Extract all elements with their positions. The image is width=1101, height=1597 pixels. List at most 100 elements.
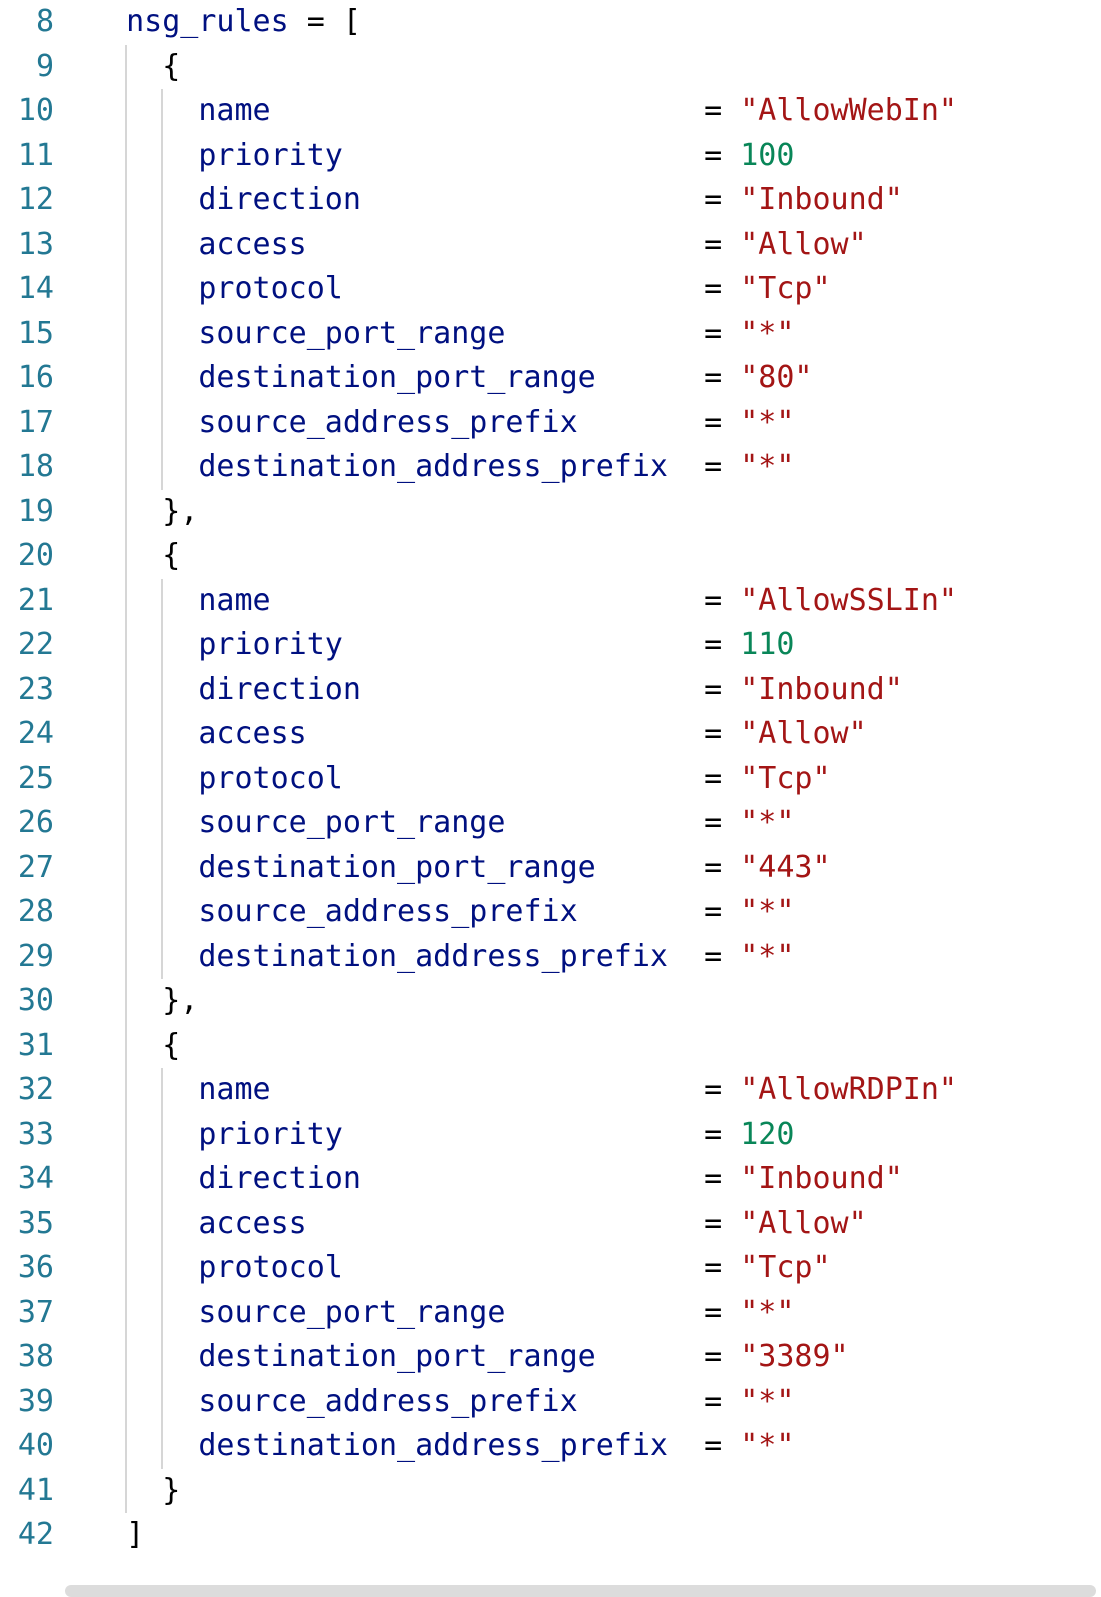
code-whitespace (722, 1339, 740, 1374)
indent-guide (125, 1246, 128, 1291)
line-number[interactable]: 17 (17, 404, 54, 440)
line-number[interactable]: 37 (17, 1294, 54, 1330)
code-line-content[interactable]: priority = 120 (90, 1112, 794, 1157)
indent-guide (161, 845, 164, 890)
code-line-content[interactable]: source_port_range = "*" (90, 801, 794, 846)
line-number[interactable]: 42 (17, 1517, 54, 1552)
code-line-content[interactable]: access = "Allow" (90, 712, 867, 757)
code-line-content[interactable]: priority = 110 (90, 623, 794, 668)
code-line-content[interactable]: protocol = "Tcp" (90, 756, 831, 801)
line-number[interactable]: 23 (17, 671, 54, 707)
code-token: "*" (740, 404, 795, 440)
code-line-content[interactable]: protocol = "Tcp" (90, 267, 831, 312)
code-token: = (704, 271, 723, 306)
code-line-content[interactable]: direction = "Inbound" (90, 667, 903, 712)
line-number[interactable]: 28 (17, 894, 54, 929)
code-whitespace (668, 449, 704, 484)
code-line-content[interactable]: destination_port_range = "80" (90, 356, 812, 401)
code-line-content[interactable]: destination_address_prefix = "*" (90, 934, 794, 979)
code-token: "*" (740, 1294, 795, 1330)
code-line-content[interactable]: destination_address_prefix = "*" (90, 445, 794, 490)
indent-guide (125, 489, 128, 534)
code-token: direction (198, 182, 361, 217)
code-whitespace (90, 894, 198, 929)
code-line-content[interactable]: destination_port_range = "3389" (90, 1335, 849, 1380)
line-number[interactable]: 21 (17, 582, 54, 618)
code-line-content[interactable]: source_address_prefix = "*" (90, 400, 795, 445)
line-number[interactable]: 30 (17, 983, 54, 1018)
code-whitespace (90, 1339, 198, 1374)
indent-guide (125, 1290, 128, 1335)
code-line-content[interactable]: protocol = "Tcp" (90, 1246, 831, 1291)
line-number[interactable]: 25 (17, 760, 54, 796)
line-number[interactable]: 38 (17, 1339, 54, 1374)
code-line: 18 destination_address_prefix = "*" (0, 445, 1101, 490)
line-number[interactable]: 14 (17, 271, 54, 306)
code-line-content[interactable]: } (90, 1468, 180, 1513)
code-token: source_address_prefix (198, 894, 578, 929)
code-whitespace (90, 138, 198, 173)
indent-guide (125, 756, 128, 801)
indent-guide (161, 1379, 164, 1424)
code-line-content[interactable]: destination_port_range = "443" (90, 845, 831, 890)
line-number[interactable]: 41 (17, 1472, 54, 1508)
code-line-content[interactable]: }, (90, 489, 199, 534)
code-token: nsg_rules (126, 4, 289, 39)
line-number[interactable]: 34 (17, 1161, 54, 1196)
horizontal-scrollbar[interactable] (65, 1585, 1096, 1597)
line-number[interactable]: 18 (17, 449, 54, 484)
code-whitespace (722, 894, 740, 929)
code-line-content[interactable]: { (90, 1023, 180, 1068)
code-line-content[interactable]: source_address_prefix = "*" (90, 890, 794, 935)
code-line-content[interactable]: name = "AllowSSLIn" (90, 578, 957, 623)
code-line-content[interactable]: access = "Allow" (90, 222, 867, 267)
code-line: 24 access = "Allow" (0, 712, 1101, 757)
indent-guide (125, 1335, 128, 1380)
code-line-content[interactable]: }, (90, 979, 198, 1024)
line-number[interactable]: 40 (17, 1428, 54, 1463)
line-number[interactable]: 13 (17, 226, 54, 262)
code-line-content[interactable]: name = "AllowRDPIn" (90, 1068, 957, 1113)
line-number[interactable]: 32 (17, 1072, 54, 1107)
line-number[interactable]: 10 (17, 93, 54, 128)
code-line-content[interactable]: nsg_rules = [ (90, 0, 361, 45)
line-number[interactable]: 15 (17, 315, 54, 351)
code-line: 16 destination_port_range = "80" (0, 356, 1101, 401)
line-number[interactable]: 16 (17, 360, 54, 395)
line-number[interactable]: 24 (17, 716, 54, 751)
line-number[interactable]: 12 (17, 182, 54, 217)
code-line-content[interactable]: source_port_range = "*" (90, 311, 794, 356)
line-number[interactable]: 9 (35, 48, 54, 84)
indent-guide (125, 267, 128, 312)
code-line-content[interactable]: ] (90, 1513, 144, 1558)
code-line-content[interactable]: destination_address_prefix = "*" (90, 1424, 794, 1469)
line-number[interactable]: 36 (17, 1250, 54, 1285)
indent-guide (125, 311, 128, 356)
code-line-content[interactable]: { (90, 534, 180, 579)
line-number[interactable]: 33 (17, 1116, 54, 1152)
line-number[interactable]: 29 (17, 938, 54, 974)
code-line-content[interactable]: priority = 100 (90, 133, 794, 178)
line-number[interactable]: 26 (17, 805, 54, 840)
code-line-content[interactable]: direction = "Inbound" (90, 1157, 903, 1202)
line-number[interactable]: 27 (17, 849, 54, 885)
code-whitespace (90, 672, 198, 707)
code-line-content[interactable]: access = "Allow" (90, 1201, 867, 1246)
code-line-content[interactable]: direction = "Inbound" (90, 178, 903, 223)
line-number[interactable]: 22 (17, 627, 54, 662)
line-number[interactable]: 39 (17, 1383, 54, 1419)
line-number[interactable]: 35 (17, 1205, 54, 1241)
code-line-content[interactable]: source_address_prefix = "*" (90, 1379, 794, 1424)
code-token: }, (162, 493, 199, 529)
code-line-content[interactable]: { (90, 44, 180, 89)
code-token: = (704, 582, 723, 618)
code-line-content[interactable]: source_port_range = "*" (90, 1290, 795, 1335)
code-line-content[interactable]: name = "AllowWebIn" (90, 89, 957, 134)
line-number[interactable]: 31 (17, 1027, 54, 1063)
line-number[interactable]: 19 (17, 493, 54, 529)
code-token: access (198, 1205, 307, 1241)
line-number[interactable]: 11 (17, 137, 54, 173)
line-number[interactable]: 20 (17, 538, 54, 573)
line-number[interactable]: 8 (35, 4, 54, 39)
